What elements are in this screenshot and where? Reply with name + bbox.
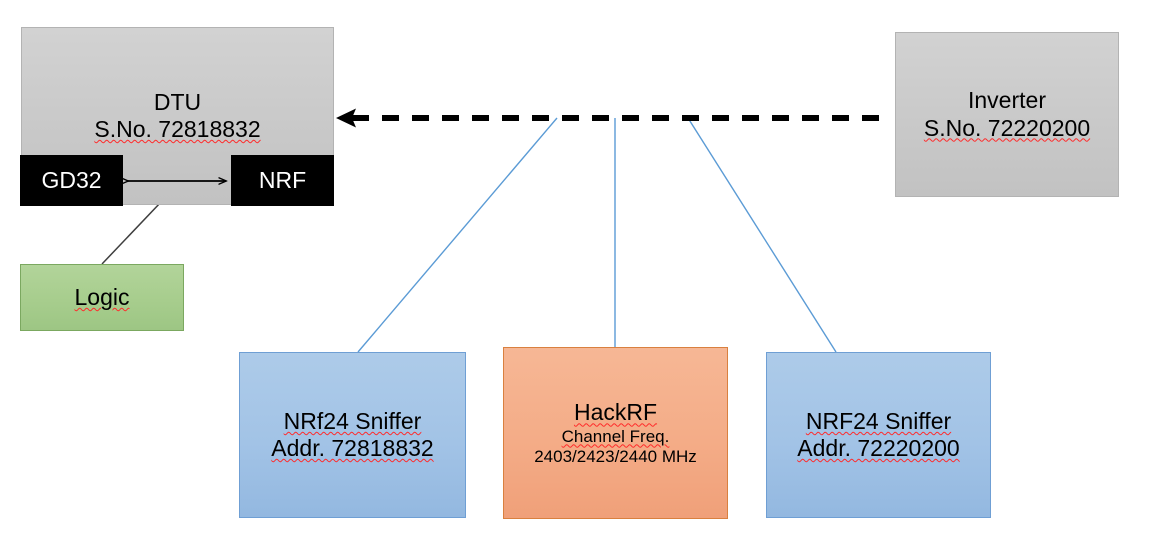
sniffer-left-address: Addr. 72818832 [271,435,434,461]
hackrf-subtitle: Channel Freq. [561,426,670,446]
node-logic[interactable]: Logic [20,264,184,331]
tap-line-left [357,117,558,353]
node-sniffer-left[interactable]: NRf24 Sniffer Addr. 72818832 [239,352,466,518]
node-gd32[interactable]: GD32 [20,155,123,206]
node-nrf[interactable]: NRF [231,155,334,206]
sniffer-right-label: NRF24 Sniffer [805,407,952,434]
sniffer-left-label: NRf24 Sniffer [283,407,422,434]
rf-link-arrowhead-left [336,108,356,128]
sniffer-tap-lines [357,117,837,353]
node-hackrf[interactable]: HackRF Channel Freq. 2403/2423/2440 MHz [503,347,728,519]
node-sniffer-right[interactable]: NRF24 Sniffer Addr. 72220200 [766,352,991,518]
hackrf-label: HackRF [573,399,658,426]
inverter-serial: S.No. 72220200 [923,114,1091,141]
tap-line-right [687,117,837,353]
inverter-label: Inverter [968,87,1046,114]
logic-label: Logic [74,283,130,310]
dtu-label: DTU [153,88,202,115]
nrf-label: NRF [258,166,307,193]
dtu-serial: S.No. 72818832 [94,116,261,142]
sniffer-right-address: Addr. 72220200 [797,435,960,461]
hackrf-frequencies: 2403/2423/2440 MHz [534,446,697,466]
node-inverter[interactable]: Inverter S.No. 72220200 [895,32,1119,197]
gd32-label: GD32 [41,166,102,193]
